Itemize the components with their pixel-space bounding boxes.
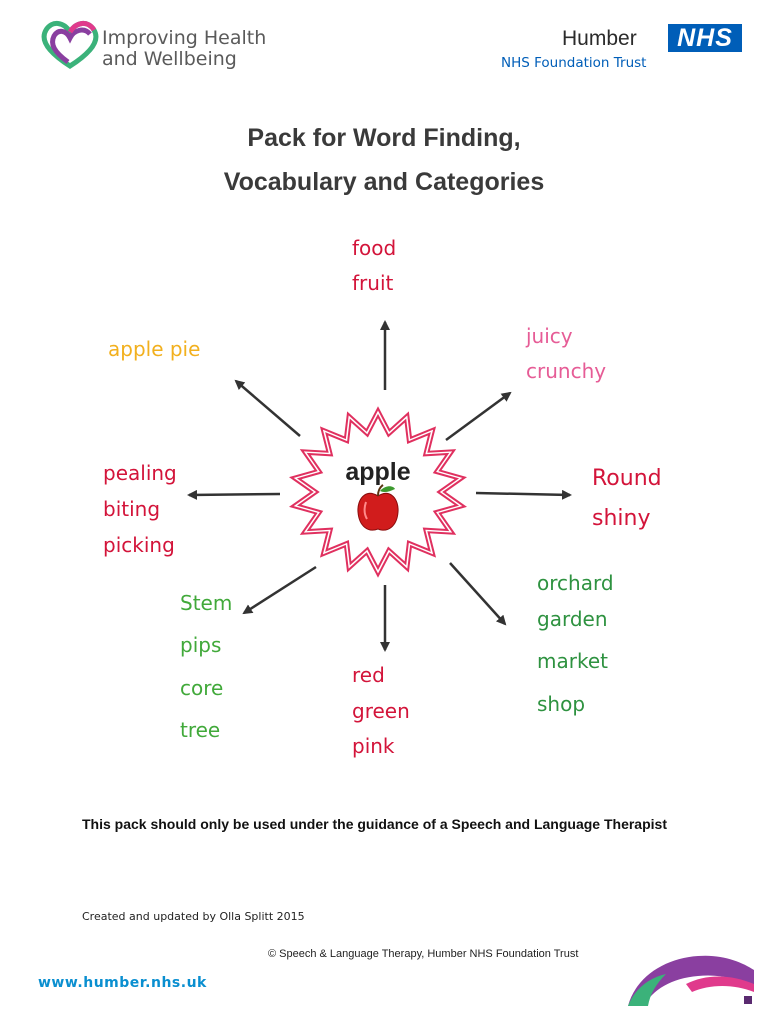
bottom-word-2: green [352, 699, 410, 723]
arrow-down-left [242, 565, 317, 615]
footer-swoosh-icon [628, 955, 754, 1006]
bottom-word-1: red [352, 663, 385, 687]
bottom-right-word-3: market [537, 649, 608, 673]
apple-icon [357, 484, 399, 531]
bottom-left-word-2: pips [180, 633, 222, 657]
logo-text: Improving Health and Wellbeing [102, 28, 266, 70]
copyright-text: © Speech & Language Therapy, Humber NHS … [268, 948, 579, 960]
trust-name: NHS Foundation Trust [501, 55, 647, 71]
right-word-1: Round [592, 466, 662, 491]
arrow-left [187, 489, 281, 500]
logo-line1: Improving Health [102, 27, 267, 49]
bottom-left-word-4: tree [180, 718, 221, 742]
arrow-down-right [449, 562, 507, 626]
left-word-3: picking [103, 533, 175, 557]
heart-logo-icon [41, 21, 99, 69]
top-word-2: fruit [352, 271, 394, 295]
arrow-up-left [234, 379, 301, 437]
left-word-1: pealing [103, 461, 177, 485]
bottom-right-word-1: orchard [537, 571, 614, 595]
bottom-right-word-4: shop [537, 692, 586, 716]
logo-line2: and Wellbeing [102, 48, 237, 70]
center-word: apple [345, 458, 411, 486]
created-credit: Created and updated by Olla Splitt 2015 [82, 910, 305, 923]
org-name: Humber [562, 27, 637, 50]
left-word-2: biting [103, 497, 161, 521]
arrow-right [475, 489, 572, 500]
top-right-word-2: crunchy [526, 359, 607, 383]
nhs-badge: NHS [668, 24, 742, 52]
top-right-word-1: juicy [526, 324, 573, 348]
arrow-up-right [445, 391, 512, 442]
bottom-right-word-2: garden [537, 607, 608, 631]
guidance-note: This pack should only be used under the … [82, 816, 667, 832]
website-link[interactable]: www.humber.nhs.uk [38, 975, 207, 991]
top-left-word-1: apple pie [108, 337, 201, 361]
bottom-left-word-3: core [180, 676, 224, 700]
title-line1: Pack for Word Finding, [247, 124, 521, 152]
bottom-left-word-1: Stem [180, 591, 233, 615]
title-line2: Vocabulary and Categories [223, 168, 545, 196]
right-word-2: shiny [592, 506, 651, 531]
top-word-1: food [352, 236, 397, 260]
bottom-word-3: pink [352, 734, 395, 758]
